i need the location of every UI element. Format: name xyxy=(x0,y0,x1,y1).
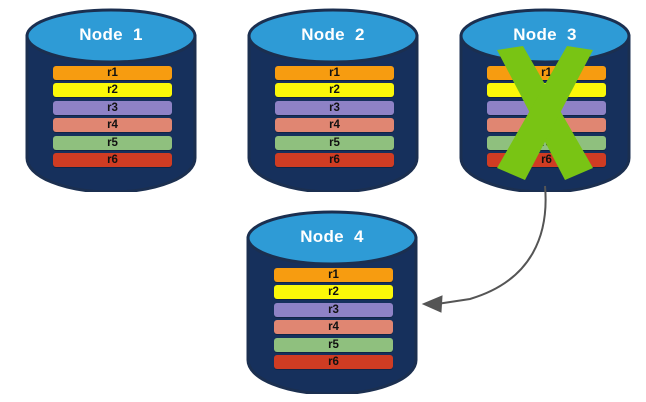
row-item: r1 xyxy=(53,66,172,80)
row-item: r1 xyxy=(275,66,394,80)
row-stack: r1 r2 r3 r4 r5 r6 xyxy=(274,268,393,372)
row-item: r2 xyxy=(275,83,394,98)
row-item: r1 xyxy=(274,268,393,282)
row-item: r5 xyxy=(275,135,394,150)
row-item: r6 xyxy=(487,152,606,167)
row-stack: r1 r2 r3 r4 r5 r6 xyxy=(53,66,172,170)
row-item: r2 xyxy=(53,83,172,98)
row-item: r3 xyxy=(53,100,172,115)
row-item: r3 xyxy=(275,100,394,115)
row-item: r5 xyxy=(274,337,393,352)
row-item: r4 xyxy=(53,118,172,133)
row-stack: r1 r2 r3 r4 r5 r6 xyxy=(275,66,394,170)
row-item: r2 xyxy=(274,285,393,300)
row-stack: r1 r2 r3 r4 r5 r6 xyxy=(487,66,606,170)
node-1[interactable]: Node 1 r1 r2 r3 r4 r5 r6 xyxy=(25,8,197,192)
row-item: r5 xyxy=(487,135,606,150)
node-3[interactable]: Node 3 r1 r2 r3 r4 r5 r6 xyxy=(459,8,631,192)
row-item: r5 xyxy=(53,135,172,150)
row-item: r3 xyxy=(274,302,393,317)
row-item: r3 xyxy=(487,100,606,115)
row-item: r6 xyxy=(274,354,393,369)
row-item: r6 xyxy=(275,152,394,167)
row-item: r4 xyxy=(275,118,394,133)
row-item: r2 xyxy=(487,83,606,98)
row-item: r6 xyxy=(53,152,172,167)
node-2[interactable]: Node 2 r1 r2 r3 r4 r5 r6 xyxy=(247,8,419,192)
row-item: r4 xyxy=(274,320,393,335)
row-item: r1 xyxy=(487,66,606,80)
node-4[interactable]: Node 4 r1 r2 r3 r4 r5 r6 xyxy=(246,210,418,394)
row-item: r4 xyxy=(487,118,606,133)
